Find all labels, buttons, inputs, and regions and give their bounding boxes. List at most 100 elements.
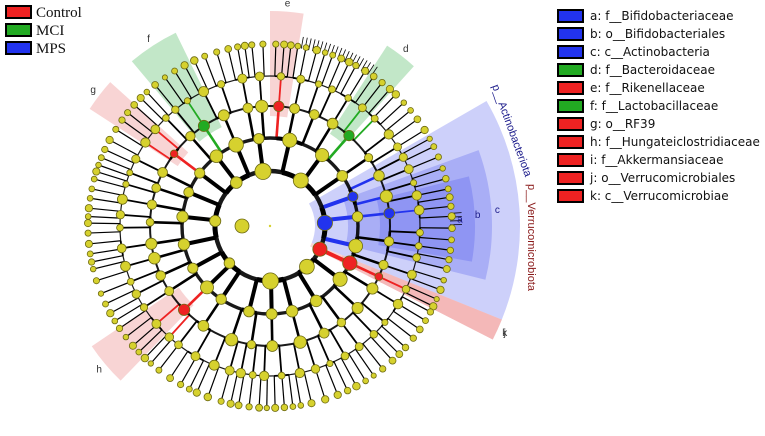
taxon-node [370, 73, 377, 80]
taxon-node [310, 295, 322, 307]
branch-line [94, 179, 125, 187]
taxon-node [255, 72, 264, 81]
branch-line [130, 173, 158, 184]
taxa-legend-b: b: o__Bifidobacteriales [590, 27, 725, 41]
taxon-node [218, 398, 224, 404]
branch-line [131, 271, 159, 282]
taxon-node [355, 343, 363, 351]
taxon-node [178, 239, 189, 250]
taxon-node [446, 194, 453, 201]
center-dot [269, 225, 271, 227]
taxon-node [227, 400, 234, 407]
taxon-node [441, 277, 447, 283]
taxon-node [249, 372, 256, 379]
taxon-node [410, 335, 416, 341]
branch-line [259, 376, 261, 408]
taxon-node [399, 153, 407, 161]
branch-line [315, 369, 325, 399]
taxon-node [113, 126, 119, 132]
taxon-node [210, 150, 223, 163]
branch-line [353, 313, 374, 335]
taxon-node [260, 41, 266, 47]
taxon-node [334, 391, 341, 398]
branch-line [92, 189, 123, 196]
taxon-node [85, 230, 91, 236]
taxon-node [199, 87, 209, 97]
taxon-node [382, 319, 388, 325]
branch-line [156, 188, 186, 198]
taxa-swatch-g [558, 118, 583, 130]
branch-line [221, 84, 231, 112]
clade-node-d [344, 130, 354, 140]
taxon-node [132, 155, 140, 163]
taxon-node [345, 95, 352, 102]
taxon-node [216, 294, 226, 304]
branch-line [245, 46, 249, 78]
branch-line [92, 256, 123, 262]
taxon-node [165, 333, 174, 342]
branch-line [217, 52, 226, 83]
taxon-node [156, 367, 162, 373]
taxon-node [341, 352, 349, 360]
taxon-node [136, 349, 142, 355]
clade-node-k [313, 242, 327, 256]
taxon-node [371, 115, 378, 122]
taxon-node [129, 342, 136, 349]
taxon-node [449, 237, 455, 243]
taxa-swatch-j [558, 172, 583, 184]
taxon-node [358, 104, 366, 112]
taxon-node [193, 389, 200, 396]
taxon-node [427, 309, 433, 315]
taxa-legend-h: h: f__Hungateiclostridiaceae [590, 135, 760, 149]
taxon-node [281, 404, 288, 411]
taxon-node [152, 82, 159, 89]
clade-letter-f: f [147, 34, 150, 45]
taxon-node [407, 270, 416, 279]
taxon-node [288, 42, 295, 49]
taxon-node [423, 318, 429, 324]
taxa-swatch-i [558, 154, 583, 166]
branch-line [88, 232, 120, 233]
taxon-node [177, 211, 188, 222]
taxon-node [267, 341, 278, 352]
clade-node-a [384, 208, 395, 219]
branch-line [279, 346, 281, 376]
taxon-node [319, 328, 329, 338]
taxon-node [125, 110, 131, 116]
taxon-node [303, 45, 309, 51]
taxon-node [224, 258, 235, 269]
taxon-node [84, 220, 91, 227]
taxon-node [290, 104, 300, 114]
mci-swatch [6, 24, 31, 36]
taxon-node [392, 91, 400, 99]
branch-line [249, 375, 253, 407]
branch-line [252, 45, 255, 77]
taxon-node [140, 304, 147, 311]
taxon-node [249, 42, 255, 48]
taxon-node [131, 102, 138, 109]
taxon-node [214, 49, 220, 55]
taxon-node [300, 259, 315, 274]
taxon-node [149, 252, 161, 264]
taxon-node [175, 341, 183, 349]
taxon-node [294, 336, 306, 348]
taxon-node [413, 254, 421, 262]
taxon-node [117, 224, 124, 231]
taxon-node [93, 278, 99, 284]
taxon-node [310, 110, 320, 120]
taxon-node [408, 108, 414, 114]
taxon-node [437, 286, 444, 293]
taxon-node [103, 301, 109, 307]
branch-line [251, 313, 256, 345]
taxon-node [316, 149, 329, 162]
taxon-node [127, 170, 133, 176]
taxon-node [412, 191, 421, 200]
taxon-node [367, 283, 378, 294]
taxon-node [431, 144, 437, 150]
taxon-node [449, 225, 456, 232]
clade-node-e [274, 101, 284, 111]
taxon-node [333, 272, 347, 286]
branch-line [371, 337, 393, 361]
taxon-node [209, 360, 219, 370]
taxon-node [315, 81, 321, 87]
